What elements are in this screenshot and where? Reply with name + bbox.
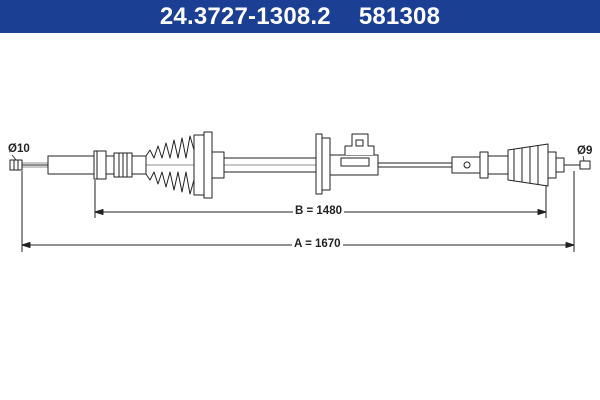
cable-drawing — [9, 131, 591, 252]
right-end-fitting — [451, 143, 591, 187]
mounting-bracket — [315, 133, 379, 195]
reference-number: 581308 — [358, 2, 441, 30]
left-end-fitting — [9, 150, 147, 180]
conduit — [223, 157, 317, 173]
dimension-a-label: A = 1670 — [292, 238, 343, 251]
right-diameter-label: Ø9 — [577, 145, 593, 157]
dimension-b-label: B = 1480 — [293, 205, 344, 218]
left-diameter-label: Ø10 — [8, 143, 30, 155]
inner-cable — [378, 162, 452, 168]
part-number: 24.3727-1308.2 — [159, 2, 331, 30]
bellows-boot — [145, 131, 225, 199]
title-bar: 24.3727-1308.2 581308 — [0, 0, 600, 33]
